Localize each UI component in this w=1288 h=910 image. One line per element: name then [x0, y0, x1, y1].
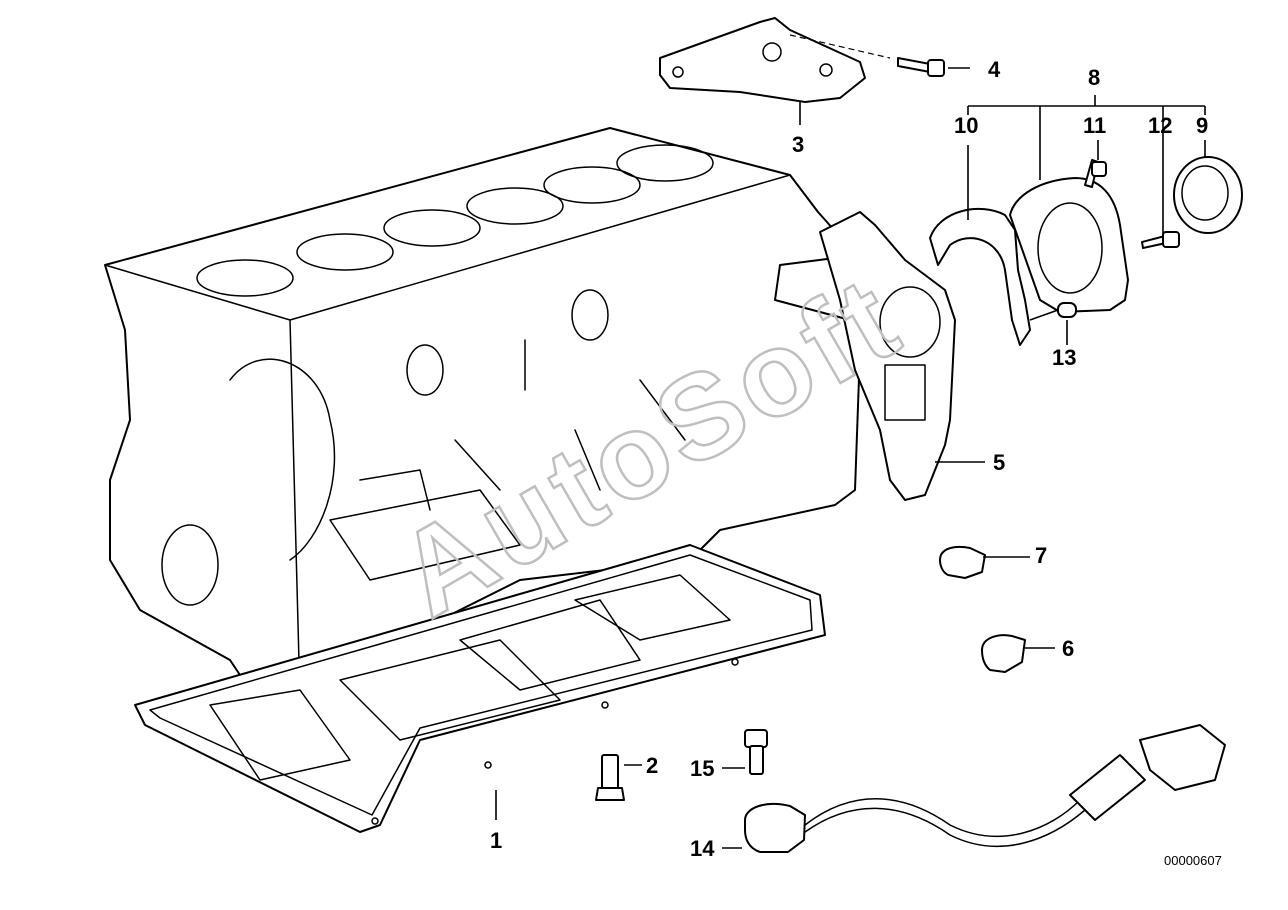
callout-10: 10 [954, 113, 978, 138]
callout-11: 11 [1083, 113, 1106, 138]
callout-12: 12 [1148, 113, 1172, 138]
expansion-plug-7 [939, 545, 986, 579]
diagram-code: 00000607 [1164, 853, 1222, 868]
bolt-15 [744, 729, 768, 775]
bolt-4 [897, 57, 945, 77]
bolt-12 [1141, 231, 1180, 249]
callout-5: 5 [993, 450, 1005, 475]
callout-15: 15 [690, 756, 714, 781]
expansion-plug-6 [981, 634, 1026, 673]
screw-2 [595, 754, 625, 801]
callout-8: 8 [1088, 65, 1100, 90]
callout-1: 1 [490, 828, 502, 853]
oil-pan-gasket [134, 544, 826, 833]
callout-9: 9 [1196, 113, 1208, 138]
bracket [659, 17, 891, 103]
callout-7: 7 [1035, 543, 1047, 568]
leader-lines [495, 67, 1206, 849]
knock-sensor [744, 724, 1226, 853]
bolt-11 [1084, 159, 1107, 188]
callout-3: 3 [792, 132, 804, 157]
seal-carrier [1009, 177, 1129, 313]
timing-case-gasket [819, 211, 956, 501]
callout-2: 2 [646, 753, 658, 778]
rear-seal-gasket [929, 207, 1031, 346]
callout-4: 4 [988, 57, 1001, 82]
shaft-seal-ring [1173, 156, 1243, 234]
callout-6: 6 [1062, 636, 1074, 661]
callout-13: 13 [1052, 345, 1076, 370]
dowel-sleeve [1057, 302, 1077, 318]
callout-14: 14 [690, 836, 715, 861]
